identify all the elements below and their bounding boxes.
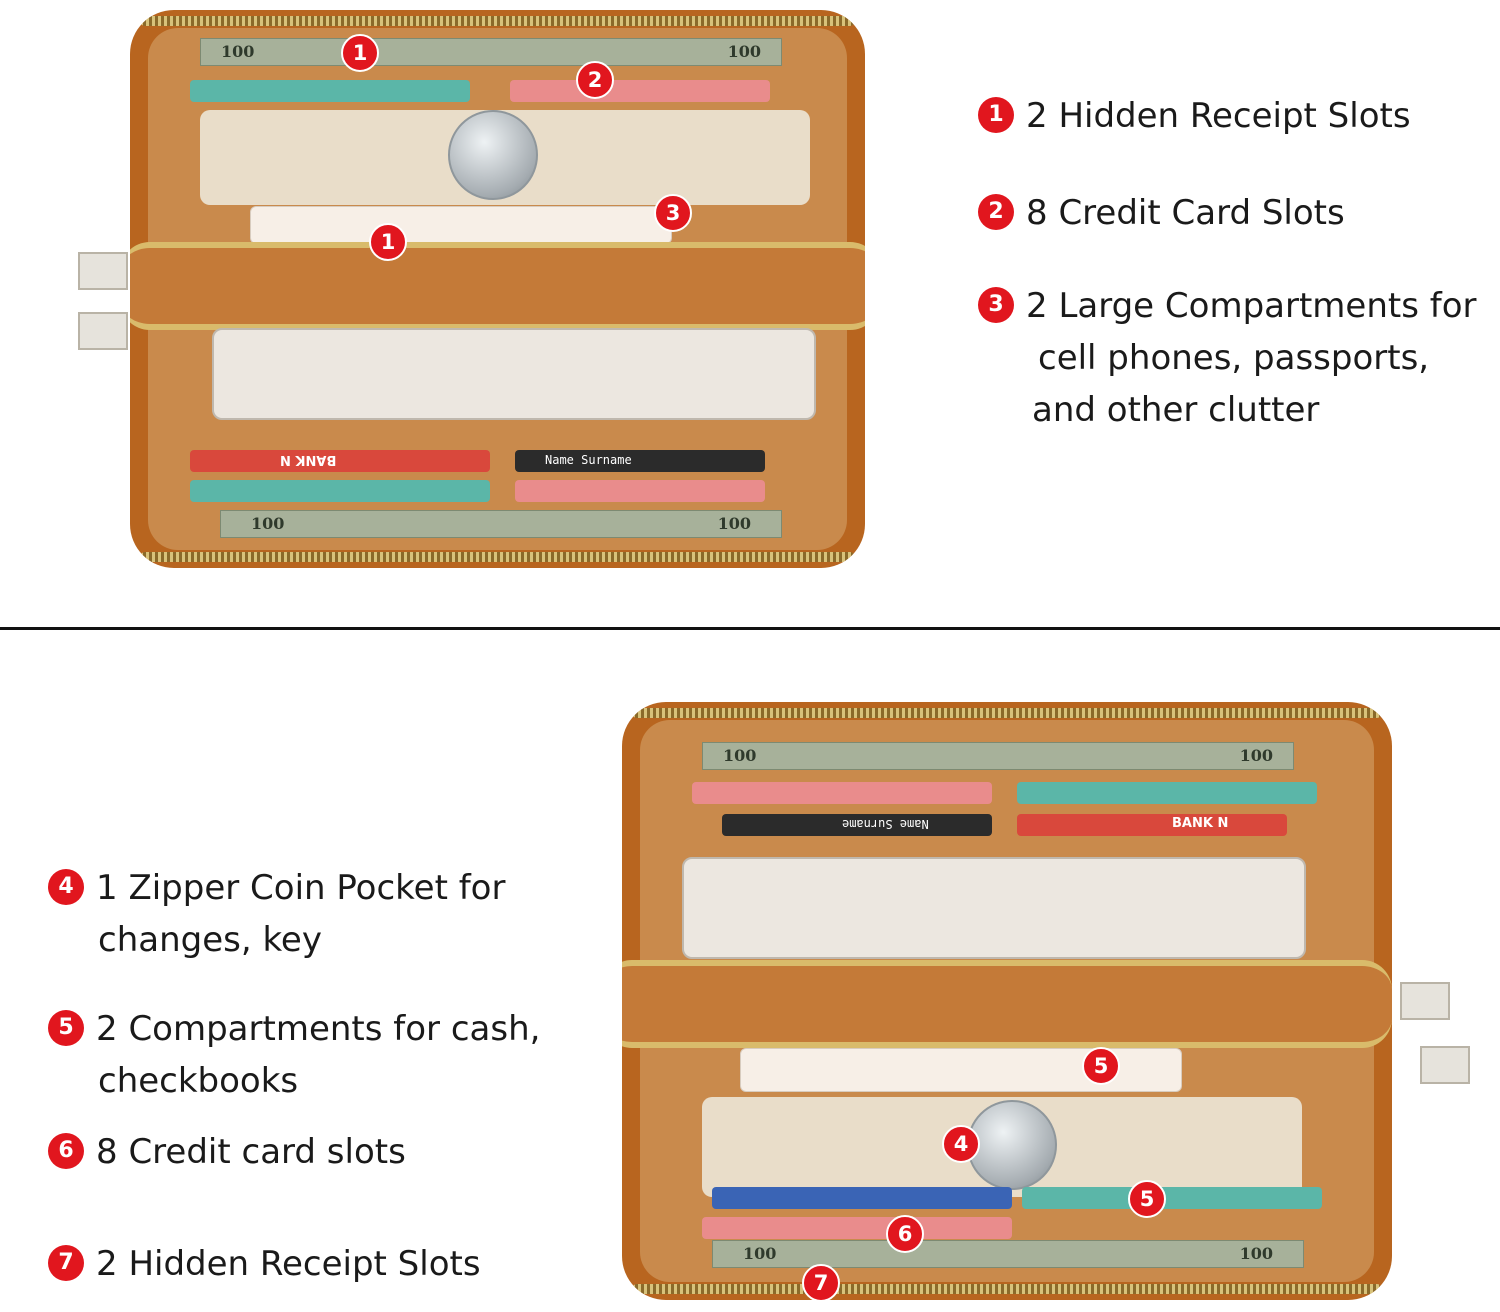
credit-card [712,1187,1012,1209]
marker-4: 4 [942,1125,980,1163]
power-bank [250,206,672,244]
zipper [140,16,855,26]
top-wallet-image: 100 100 BANK N Name Surname 100 100 [130,10,865,568]
zipper [140,552,855,562]
credit-card [1022,1187,1322,1209]
zipper [632,1284,1382,1294]
marker-6: 6 [886,1215,924,1253]
credit-card [692,782,992,804]
marker-5: 5 [1082,1047,1120,1085]
credit-card: BANK N [190,450,490,472]
coin [448,110,538,200]
marker-5: 5 [1128,1180,1166,1218]
credit-card [1017,782,1317,804]
section-divider [0,627,1500,630]
phone [682,857,1306,959]
coin [967,1100,1057,1190]
marker-1: 1 [369,223,407,261]
credit-card: BANK N [1017,814,1287,836]
bill: 100 100 [702,742,1294,770]
credit-card [515,480,765,502]
middle-zipper [130,242,865,330]
bill: 100 100 [200,38,782,66]
zipper-pull [1420,1046,1470,1084]
bill: 100 100 [712,1240,1304,1268]
marker-2: 2 [576,61,614,99]
marker-1: 1 [341,34,379,72]
zipper-pull [1400,982,1450,1020]
credit-card [190,480,490,502]
zipper-pull [78,252,128,290]
credit-card [510,80,770,102]
bill: 100 100 [220,510,782,538]
zipper-pull [78,312,128,350]
middle-zipper [622,960,1392,1048]
marker-3: 3 [654,194,692,232]
credit-card [702,1217,1012,1239]
credit-card: Name Surname [722,814,992,836]
bottom-wallet-image: 100 100 Name Surname BANK N 100 100 [622,702,1392,1300]
credit-card [190,80,470,102]
zipper [632,708,1382,718]
credit-card: Name Surname [515,450,765,472]
phone [212,328,816,420]
marker-7: 7 [802,1264,840,1302]
